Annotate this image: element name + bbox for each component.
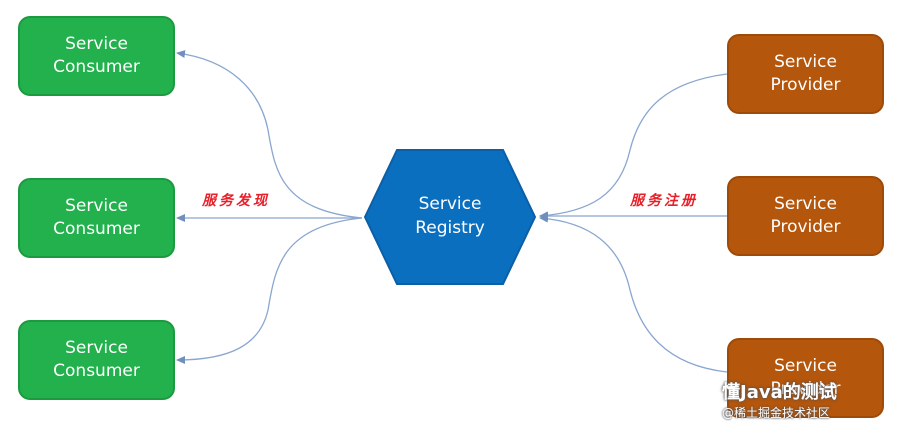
- registry-label: Service Registry: [365, 192, 535, 240]
- registry-label-line2: Registry: [415, 218, 485, 238]
- label-service-registration: 服务注册: [630, 193, 698, 209]
- service-provider-2: Service Provider: [727, 176, 884, 256]
- node-label-line2: Consumer: [53, 57, 140, 77]
- node-label-line2: Provider: [770, 217, 841, 237]
- node-label-line1: Service: [65, 338, 128, 358]
- node-label-line1: Service: [774, 52, 837, 72]
- registry-label-line1: Service: [418, 194, 482, 214]
- node-label-line1: Service: [774, 194, 837, 214]
- service-consumer-3: Service Consumer: [18, 320, 175, 400]
- node-label-line1: Service: [65, 34, 128, 54]
- node-label-line1: Service: [774, 356, 837, 376]
- service-provider-3: Service Provider: [727, 338, 884, 418]
- node-label-line2: Consumer: [53, 219, 140, 239]
- arrow-provider-3-to-registry: [539, 214, 728, 373]
- registry-hexagon: [363, 149, 537, 285]
- node-label-line1: Service: [65, 196, 128, 216]
- arrow-provider-1-to-registry: [539, 73, 728, 220]
- service-consumer-1: Service Consumer: [18, 16, 175, 96]
- service-consumer-2: Service Consumer: [18, 178, 175, 258]
- node-label-line2: Provider: [770, 379, 841, 399]
- watermark-title: 懂Java的测试: [722, 382, 837, 403]
- watermark-subtitle: @稀土掘金技术社区: [722, 406, 831, 420]
- arrow-registry-to-consumer-3: [176, 217, 363, 364]
- node-label-line2: Provider: [770, 75, 841, 95]
- wechat-icon: [684, 379, 713, 402]
- watermark: 懂Java的测试 @稀土掘金技术社区: [684, 378, 894, 424]
- node-label-line2: Consumer: [53, 361, 140, 381]
- service-provider-1: Service Provider: [727, 34, 884, 114]
- label-service-discovery: 服务发现: [202, 193, 270, 209]
- arrow-registry-to-consumer-1: [176, 50, 363, 219]
